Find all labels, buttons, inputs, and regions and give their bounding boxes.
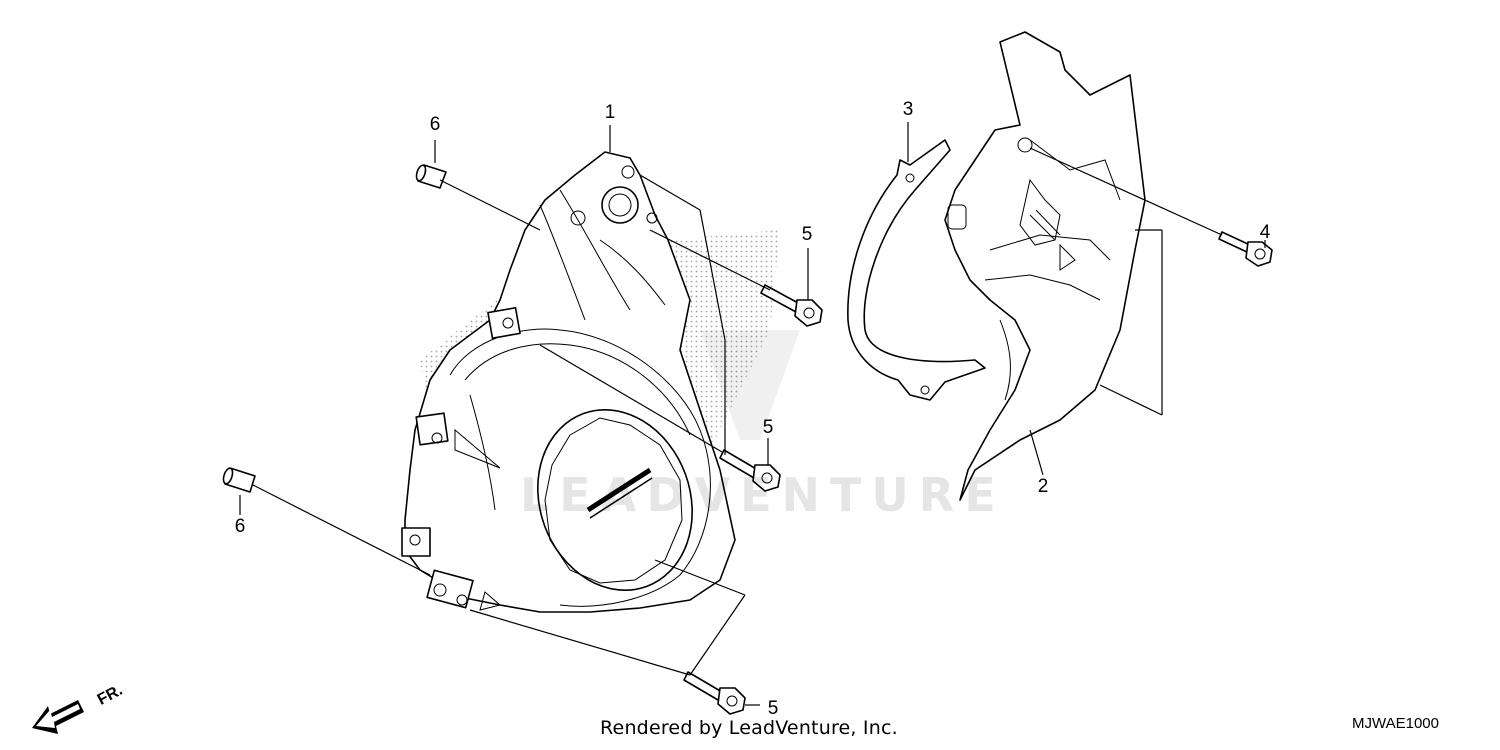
bolt-5-upper[interactable] xyxy=(760,284,823,327)
callout-6-lower: 6 xyxy=(235,516,246,537)
bolt-5-middle[interactable] xyxy=(719,449,781,492)
callout-1: 1 xyxy=(605,102,616,123)
dowel-pin-upper[interactable] xyxy=(415,164,447,189)
guide-plate[interactable] xyxy=(847,139,986,401)
drive-sprocket-cover[interactable] xyxy=(944,31,1146,501)
callout-2: 2 xyxy=(1038,476,1049,497)
diagram-code: MJWAE1000 xyxy=(1352,715,1439,732)
front-arrow-icon: FR. xyxy=(32,682,125,734)
callout-3: 3 xyxy=(903,99,914,120)
dowel-pin-lower[interactable] xyxy=(222,467,256,493)
callout-5-lower: 5 xyxy=(768,698,779,719)
leader-lines xyxy=(239,122,1266,706)
callout-5-upper: 5 xyxy=(802,224,813,245)
callout-5-middle: 5 xyxy=(763,417,774,438)
front-indicator-label: FR. xyxy=(95,682,126,709)
watermark-text: LEADVENTURE xyxy=(520,468,1006,522)
callout-6-upper: 6 xyxy=(430,114,441,135)
callout-4: 4 xyxy=(1260,222,1271,243)
left-crankcase-cover[interactable] xyxy=(401,151,736,613)
rendered-by-credit: Rendered by LeadVenture, Inc. xyxy=(600,717,898,739)
bolt-5-lower[interactable] xyxy=(683,671,746,715)
